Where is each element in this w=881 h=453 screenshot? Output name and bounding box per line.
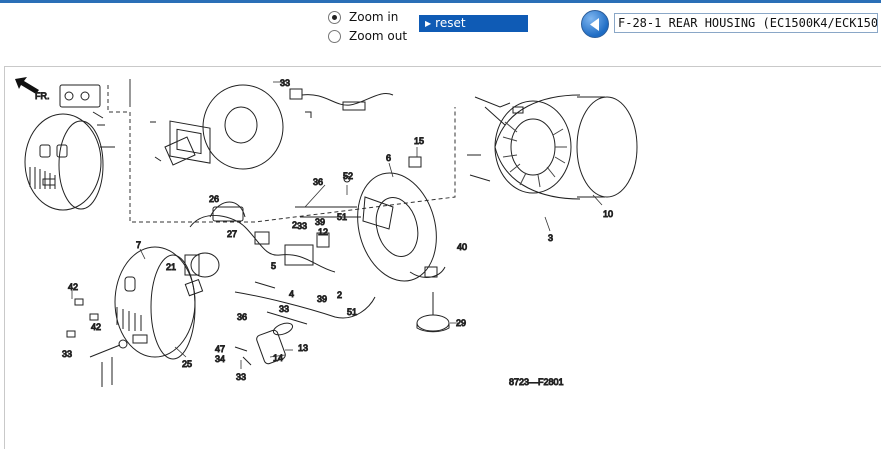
callout: 2 [292,220,297,230]
reset-button[interactable]: ▶reset [419,15,528,32]
callout: 10 [603,209,613,219]
callout: 51 [347,307,357,317]
end-cover [114,246,196,360]
zoom-in-radio[interactable] [328,10,341,24]
back-arrow-icon [590,18,599,31]
reset-label: reset [435,16,466,30]
callout: 7 [136,240,141,250]
callout: 26 [209,194,219,204]
ground-terminal [66,298,128,387]
front-label: FR. [35,91,50,101]
rotor-cylinder [576,96,638,198]
callouts: 33 15 6 52 36 51 39 26 27 33 12 7 2 5 21… [62,78,614,383]
callout: 13 [298,343,308,353]
callout: 51 [337,212,347,222]
callout: 25 [182,359,192,369]
diagram-panel[interactable]: FR. [4,66,881,449]
front-arrow-icon [15,77,39,94]
callout: 47 [215,344,225,354]
callout: 39 [317,294,327,304]
callout: 40 [457,242,467,252]
callout: 36 [237,312,247,322]
callout: 36 [313,177,323,187]
rear-housing [357,172,446,282]
callout: 6 [386,153,391,163]
condenser [234,322,294,366]
housing-inset-left [24,113,115,211]
parts-diagram: FR. [15,77,638,388]
zoom-out-option[interactable]: Zoom out [328,29,407,43]
callout: 5 [271,261,276,271]
section-title-field[interactable]: F-28-1 REAR HOUSING (EC1500K4/ECK1500) [614,13,878,33]
zoom-in-label: Zoom in [349,10,399,24]
callout: 39 [315,217,325,227]
callout: 2 [337,290,342,300]
play-arrow-icon: ▶ [425,19,432,28]
top-border [0,0,881,3]
callout: 34 [215,354,225,364]
diagram-code: 8723—F2801 [509,377,564,387]
zoom-out-radio[interactable] [328,29,341,43]
zoom-in-option[interactable]: Zoom in [328,10,398,24]
leader-lines [71,81,603,369]
callout: 21 [166,262,176,272]
callout: 33 [280,78,290,88]
callout: 15 [414,136,424,146]
callout: 42 [91,322,101,332]
rubber-mount [416,292,450,333]
back-button[interactable] [581,10,609,38]
callout: 33 [279,304,289,314]
callout: 52 [343,171,353,181]
wire-harness-inset [289,88,394,118]
callout: 4 [289,289,294,299]
callout: 12 [318,227,328,237]
callout: 42 [68,282,78,292]
callout: 14 [273,353,283,363]
callout: 33 [62,349,72,359]
stator-assembly [467,94,581,200]
callout: 3 [548,233,553,243]
callout: 33 [236,372,246,382]
callout: 29 [456,318,466,328]
panel-bracket-top [59,84,105,126]
control-box-inset [150,84,284,170]
callout: 33 [297,221,307,231]
zoom-out-label: Zoom out [349,29,408,43]
callout: 27 [227,229,237,239]
wire-harness [189,201,376,325]
